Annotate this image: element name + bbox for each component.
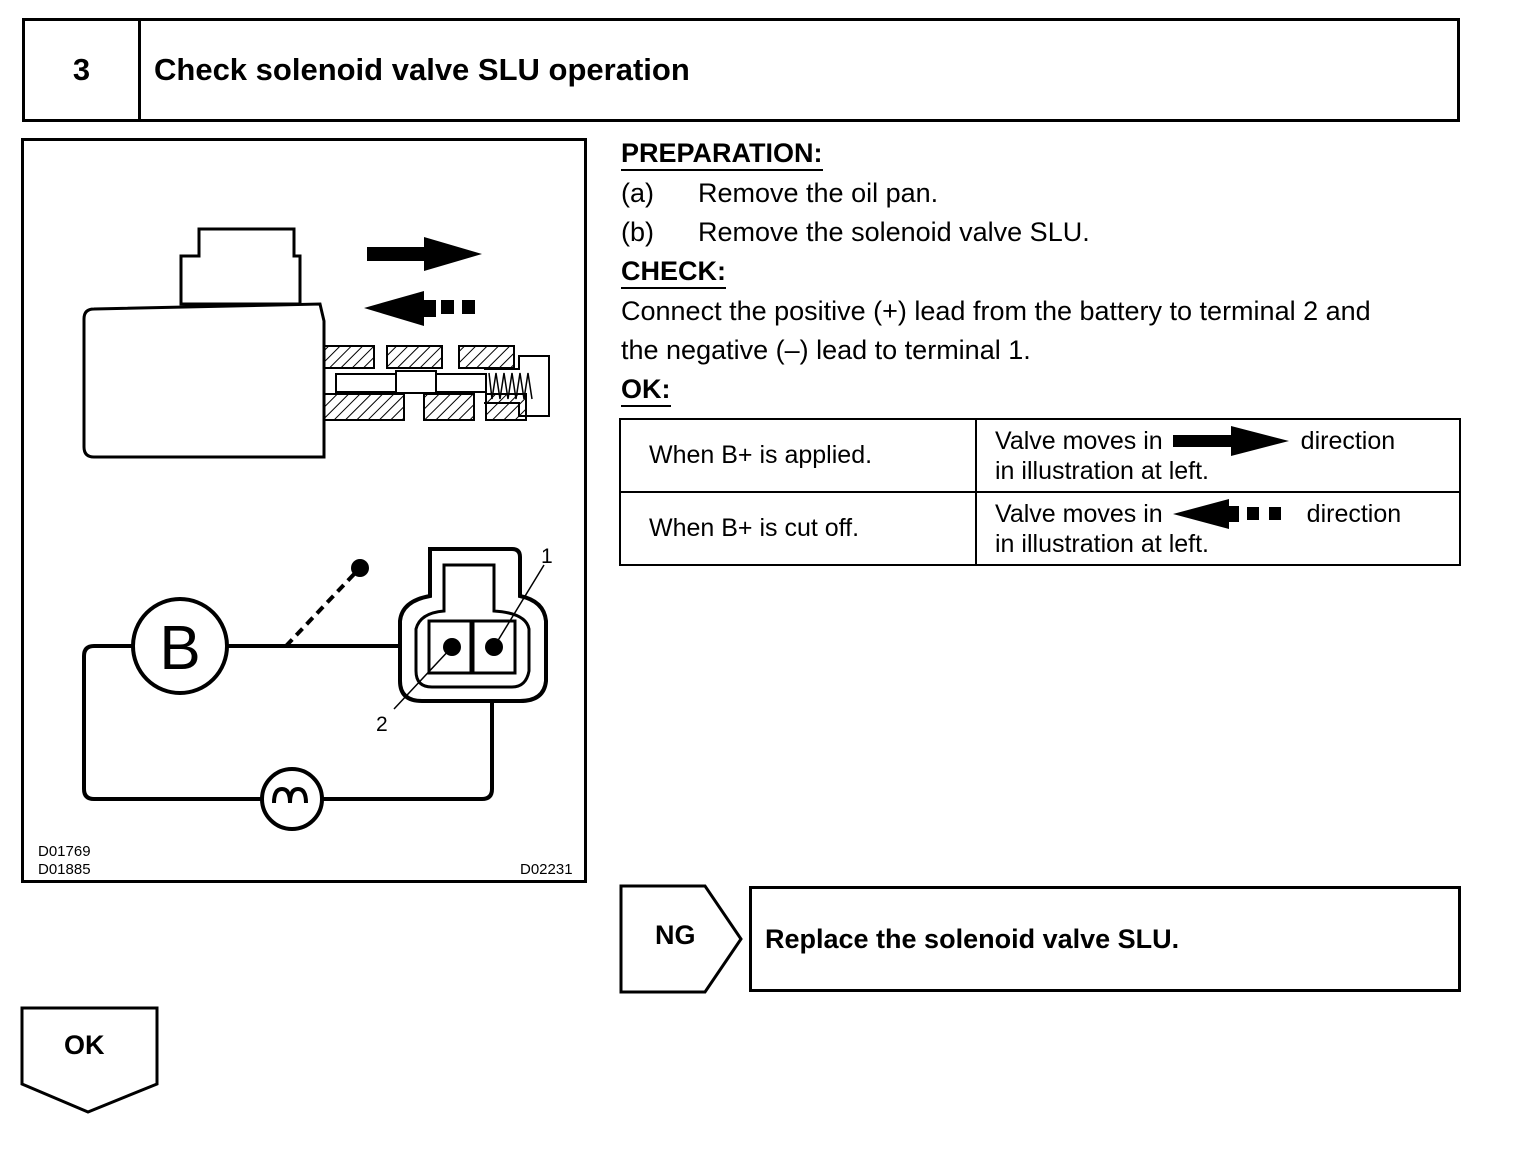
table-row: When B+ is cut off. Valve moves in direc… [619,491,1461,566]
solenoid-body [82,302,326,459]
ng-action-box: Replace the solenoid valve SLU. [749,886,1461,992]
ng-label: NG [655,920,696,950]
solenoid-diagram: B 1 2 [82,227,553,831]
figure-code: D01885 [38,861,91,878]
figure-code-right: D02231 [520,861,573,878]
solenoid-connector [179,227,302,306]
illustration-frame: B 1 2 D01769 D01885 D02231 [21,138,587,883]
prep-step-marker: (a) [621,178,654,208]
battery-label: B [159,614,200,683]
result-text: in illustration at left. [995,529,1209,558]
condition-cell: When B+ is applied. [619,418,977,493]
arrow-left-dashed [364,291,475,326]
step-title: Check solenoid valve SLU operation [154,52,690,87]
step-number: 3 [25,21,141,119]
ok-heading: OK: [621,374,671,407]
figure-code: D01769 [38,843,91,860]
ok-criteria-table: When B+ is applied. Valve moves in direc… [619,418,1461,566]
arrow-right-solid [367,237,482,271]
result-cell: Valve moves in direction in illustration… [975,418,1461,493]
condition-cell: When B+ is cut off. [619,491,977,566]
ok-arrow-shape [20,1006,159,1114]
arrow-left-dashed-icon [1172,498,1281,529]
preparation-heading: PREPARATION: [621,138,823,171]
ng-arrow-shape [619,884,743,994]
result-text: direction [1306,499,1402,528]
connector-diagram [393,547,548,710]
check-text-line: Connect the positive (+) lead from the b… [621,296,1371,326]
result-text: in illustration at left. [995,456,1209,485]
check-text-line: the negative (–) lead to terminal 1. [621,335,1031,365]
figure-code-left: D01769 D01885 [38,843,91,879]
step-header: 3 Check solenoid valve SLU operation [22,18,1460,122]
result-text: Valve moves in [995,426,1163,455]
prep-step-text: Remove the solenoid valve SLU. [698,217,1090,247]
prep-step-text: Remove the oil pan. [698,178,939,208]
terminal-2-label: 2 [376,713,388,736]
ok-label: OK [64,1030,105,1060]
check-heading: CHECK: [621,256,726,289]
terminal-1-label: 1 [541,545,553,568]
arrow-right-solid-icon [1172,425,1289,456]
result-text: direction [1300,426,1396,455]
result-cell: Valve moves in direction in illustration… [975,491,1461,566]
prep-step-marker: (b) [621,217,654,247]
valve-spool [323,345,550,421]
result-text: Valve moves in [995,499,1163,528]
table-row: When B+ is applied. Valve moves in direc… [619,418,1461,493]
